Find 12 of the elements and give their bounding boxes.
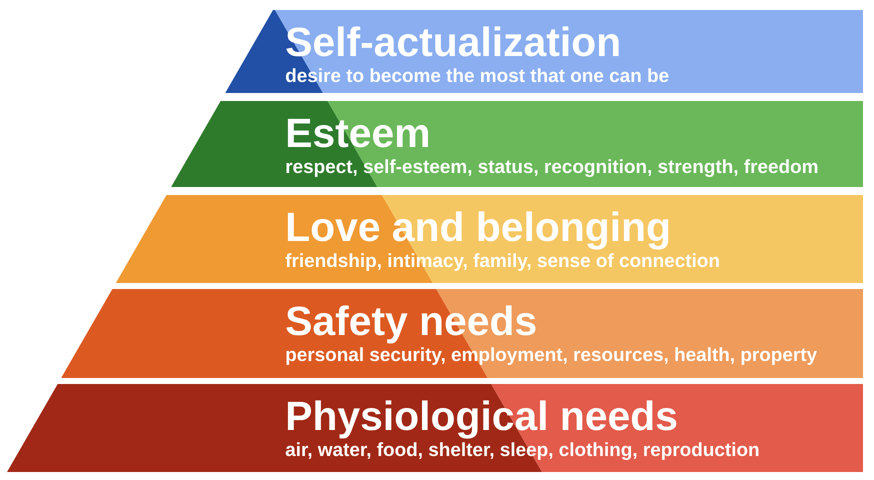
level-title: Esteem: [288, 118, 428, 148]
pyramid-level: [116, 195, 863, 283]
pyramid-level: [61, 289, 863, 378]
level-title: Safety needs: [286, 305, 536, 344]
level-description: friendship, intimacy, family, sense of connection: [286, 253, 719, 271]
level-description: respect, self-esteem, status, recognition, strength, freedom: [286, 159, 818, 177]
level-description: air, water, food, shelter, sleep, clothing, reproduction: [286, 442, 758, 460]
pyramid-level: [171, 101, 863, 187]
level-title: Love and belonging: [288, 211, 668, 250]
pyramid-level: [7, 384, 863, 472]
level-title: Physiological needs: [288, 400, 676, 439]
level-description: personal security, employment, resources, health, property: [286, 347, 817, 365]
